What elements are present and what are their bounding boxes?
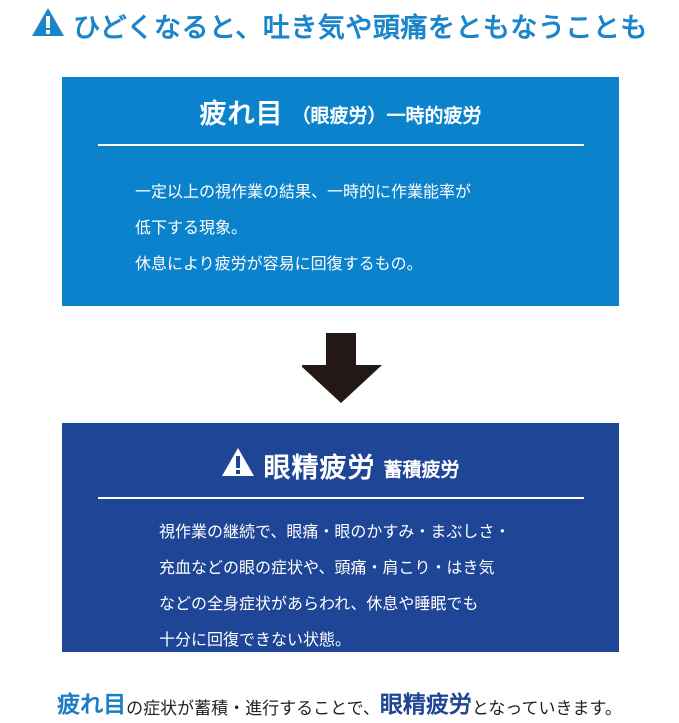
- description-line: 充血などの眼の症状や、頭痛・肩こり・はき気: [159, 558, 495, 577]
- down-arrow-icon: [300, 333, 382, 405]
- title-main: 疲れ目: [199, 99, 284, 130]
- box-description: 視作業の継続で、眼痛・眼のかすみ・まぶしさ・ 充血などの眼の症状や、頭痛・肩こり…: [62, 514, 679, 658]
- warning-triangle-icon: [221, 447, 255, 485]
- temporary-fatigue-box: 疲れ目 （眼疲労）一時的疲労 一定以上の視作業の結果、一時的に作業能率が 低下す…: [62, 77, 619, 306]
- summary-middle: の症状が蓄積・進行することで、: [126, 699, 380, 719]
- highlight-eye-strain: 眼精疲労: [379, 692, 472, 718]
- title-sub: （眼疲労）一時的疲労: [291, 105, 482, 127]
- description-line: 視作業の継続で、眼痛・眼のかすみ・まぶしさ・: [159, 522, 511, 541]
- box-description: 一定以上の視作業の結果、一時的に作業能率が 低下する現象。 休息により疲労が容易…: [62, 174, 679, 282]
- description-line: 休息により疲労が容易に回復するもの。: [135, 254, 423, 273]
- page-heading: ひどくなると、吐き気や頭痛をともなうことも: [0, 4, 679, 46]
- title-main: 眼精疲労: [263, 453, 376, 484]
- cumulative-fatigue-box: 眼精疲労 蓄積疲労 視作業の継続で、眼痛・眼のかすみ・まぶしさ・ 充血などの眼の…: [62, 423, 619, 652]
- description-line: 低下する現象。: [135, 218, 248, 237]
- description-line: 一定以上の視作業の結果、一時的に作業能率が: [135, 182, 472, 201]
- divider: [98, 144, 584, 146]
- highlight-tired-eyes: 疲れ目: [57, 692, 127, 718]
- description-line: 十分に回復できない状態。: [159, 630, 352, 649]
- title-sub: 蓄積疲労: [383, 459, 460, 481]
- summary-end: となっていきます。: [471, 699, 622, 719]
- warning-triangle-icon: [31, 7, 65, 44]
- description-line: などの全身症状があらわれ、休息や睡眠でも: [159, 594, 479, 613]
- box-title: 疲れ目 （眼疲労）一時的疲労: [62, 91, 619, 131]
- box-title: 眼精疲労 蓄積疲労: [62, 445, 619, 485]
- heading-text: ひどくなると、吐き気や頭痛をともなうことも: [73, 12, 648, 44]
- divider: [98, 497, 584, 499]
- summary-text: 疲れ目 の症状が蓄積・進行することで、 眼精疲労 となっていきます。: [0, 683, 679, 719]
